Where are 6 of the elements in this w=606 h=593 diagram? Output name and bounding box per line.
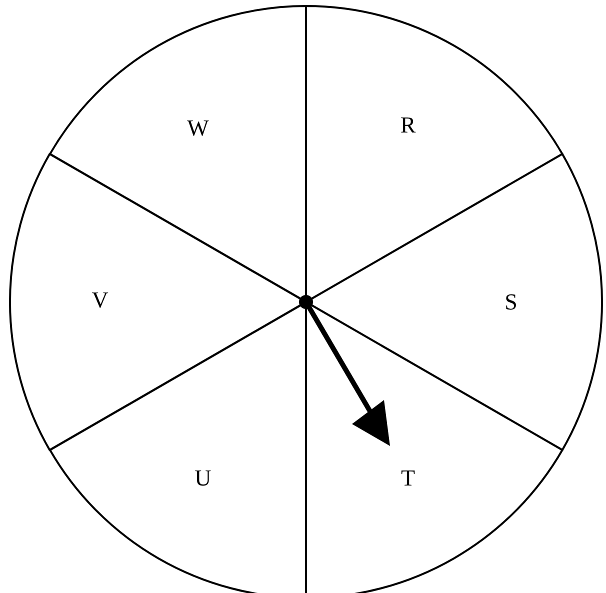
sector-label: S bbox=[504, 290, 518, 314]
sector-label: T bbox=[400, 466, 416, 490]
sector-label: V bbox=[92, 288, 108, 312]
sector-label: U bbox=[194, 466, 212, 490]
sector-label: W bbox=[187, 116, 209, 140]
sector-label: R bbox=[400, 114, 416, 136]
